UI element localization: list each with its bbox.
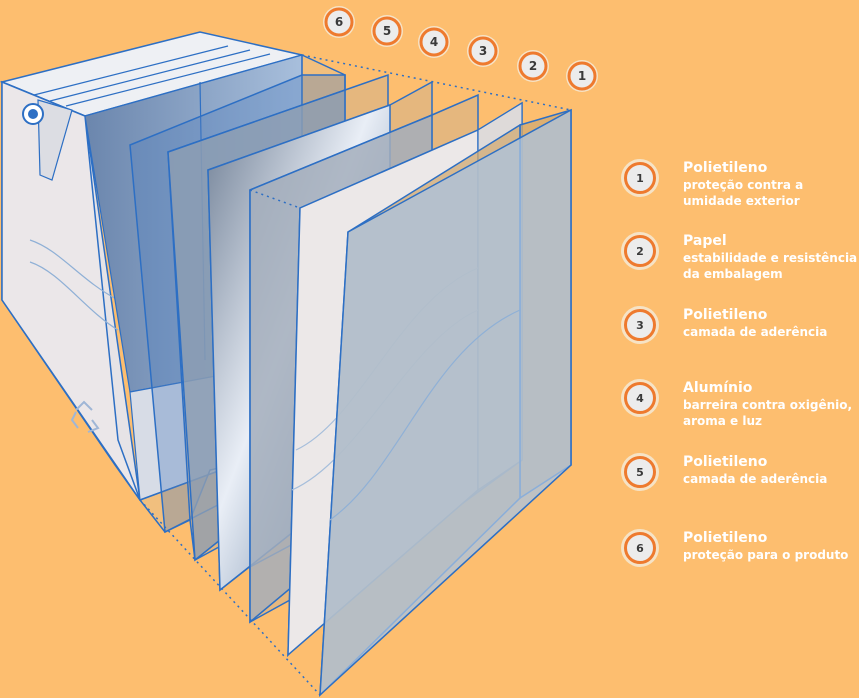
svg-text:3: 3 (479, 44, 487, 58)
legend-desc-6: proteção para o produto (683, 547, 859, 563)
legend-badge-2: 2 (624, 235, 656, 267)
badge-1: 1 (566, 60, 598, 92)
legend-title-3: Polietileno (683, 307, 768, 323)
legend-desc-1: proteção contra a umidade exterior (683, 177, 859, 209)
legend-badge-6: 6 (624, 532, 656, 564)
legend-desc-2-line-2: da embalagem (683, 267, 783, 281)
badge-4: 4 (418, 26, 450, 58)
svg-text:6: 6 (335, 15, 343, 29)
svg-text:2: 2 (529, 59, 537, 73)
badge-6: 6 (323, 6, 355, 38)
legend-desc-4-line-2: aroma e luz (683, 414, 762, 428)
legend-desc-2-line-1: estabilidade e resistência (683, 251, 858, 265)
svg-text:1: 1 (578, 69, 586, 83)
legend-title-1: Polietileno (683, 160, 768, 176)
badge-2: 2 (517, 50, 549, 82)
layer-1-polietileno (319, 108, 572, 697)
legend-title-4: Alumínio (683, 380, 753, 396)
legend-title-2: Papel (683, 233, 727, 249)
svg-text:5: 5 (383, 24, 391, 38)
legend-desc-3-line-1: camada de aderência (683, 325, 828, 339)
legend-desc-3: camada de aderência (683, 324, 859, 340)
legend-badge-1: 1 (624, 162, 656, 194)
legend-badge-3: 3 (624, 309, 656, 341)
svg-text:4: 4 (430, 35, 438, 49)
legend-desc-1-line-2: umidade exterior (683, 194, 800, 208)
dotted-guides (139, 54, 572, 696)
badge-5: 5 (371, 15, 403, 47)
legend-desc-6-line-1: proteção para o produto (683, 548, 849, 562)
legend-badge-4: 4 (624, 382, 656, 414)
layer-number-badges: 6 5 4 3 2 1 (323, 6, 598, 92)
recycle-icon (70, 400, 100, 433)
legend-badge-5: 5 (624, 456, 656, 488)
legend-title-6: Polietileno (683, 530, 768, 546)
brand-seal-icon (22, 103, 44, 125)
badge-3: 3 (467, 35, 499, 67)
legend-desc-5-line-1: camada de aderência (683, 472, 828, 486)
legend-desc-1-line-1: proteção contra a (683, 178, 804, 192)
legend-desc-5: camada de aderência (683, 471, 859, 487)
legend-title-5: Polietileno (683, 454, 768, 470)
legend-desc-4: barreira contra oxigênio, aroma e luz (683, 397, 859, 429)
legend-desc-4-line-1: barreira contra oxigênio, (683, 398, 853, 412)
layer-legend: 1 Polietileno proteção contra a umidade … (624, 0, 859, 698)
legend-desc-2: estabilidade e resistência da embalagem (683, 250, 859, 282)
